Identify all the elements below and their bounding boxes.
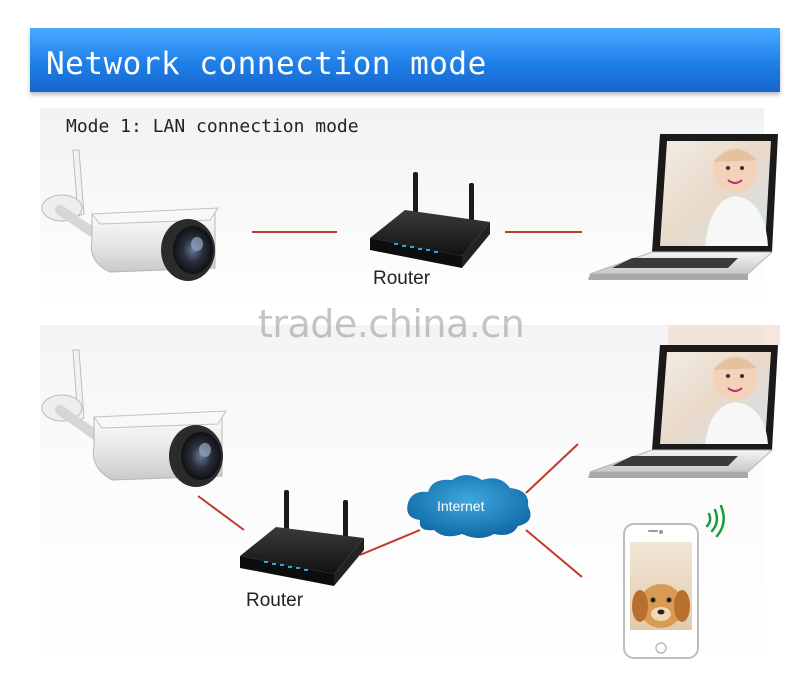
mode2-camera — [41, 349, 227, 487]
internet-label: Internet — [437, 498, 485, 514]
mode2-link-internet-phone — [525, 529, 583, 578]
watermark: trade.china.cn — [258, 302, 525, 346]
internet-cloud-icon — [407, 475, 531, 538]
mode2-link-router-internet — [359, 529, 421, 556]
mode2-link-internet-laptop — [525, 443, 579, 494]
wifi-signal-icon — [705, 504, 725, 538]
mode2-router-label: Router — [246, 590, 304, 611]
mode1-router-label: Router — [373, 268, 431, 289]
mode2-link-camera-router — [197, 495, 245, 531]
header-banner: Network connection mode — [30, 28, 780, 92]
mode1-label: Mode 1: LAN connection mode — [66, 116, 359, 137]
mode2-router — [240, 490, 364, 586]
mode1-camera — [41, 149, 219, 281]
mode2-laptop — [588, 325, 780, 478]
page-title: Network connection mode — [46, 46, 487, 82]
mode1-laptop — [588, 134, 778, 280]
mode1-router — [370, 172, 490, 268]
smartphone — [623, 523, 699, 659]
